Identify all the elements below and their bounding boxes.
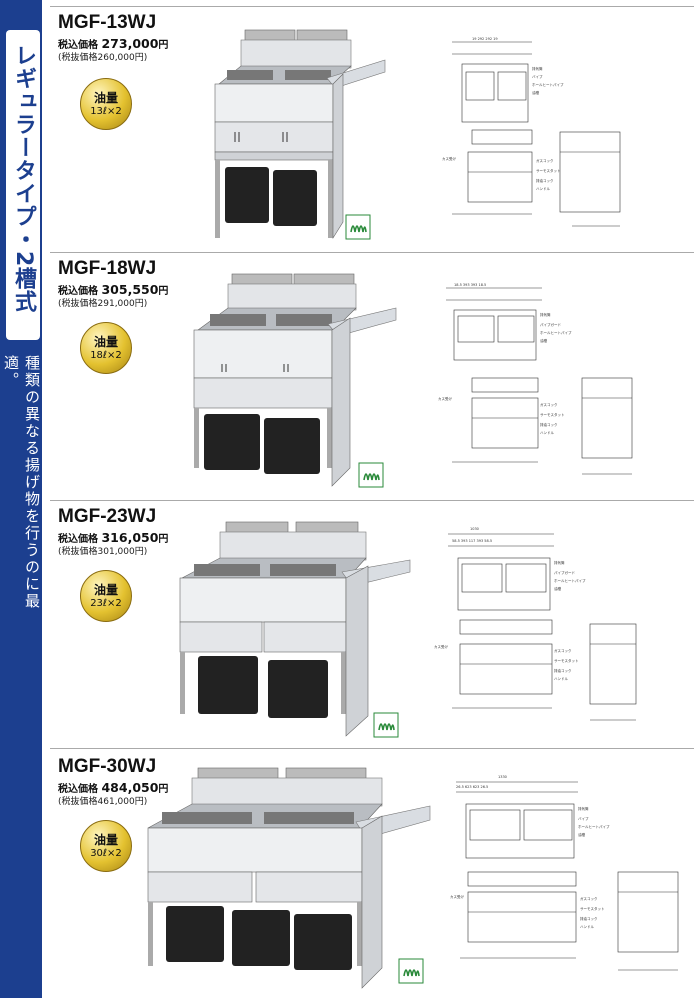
svg-text:サーモスタット: サーモスタット (580, 906, 605, 911)
svg-text:ハンドル: ハンドル (580, 925, 594, 929)
dimension-drawing: 18.5 393 393 18.5 排気筒 パイプガード ホールヒートパイプ 油… (438, 283, 633, 475)
oil-capacity-badge: 油量 30ℓ×2 (80, 820, 132, 872)
svg-text:排気筒: 排気筒 (578, 806, 589, 811)
category-description: 種類の異なる揚げ物を行うのに最適。 (2, 355, 41, 610)
model-name: MGF-13WJ (58, 12, 157, 33)
jia-certification-icon (398, 958, 424, 984)
svg-text:排油コック: 排油コック (540, 422, 558, 427)
oil-value: 13ℓ×2 (90, 105, 122, 117)
svg-text:カス受け: カス受け (442, 156, 456, 161)
oil-value: 30ℓ×2 (90, 847, 122, 859)
svg-text:排気筒: 排気筒 (540, 312, 551, 317)
oil-value: 18ℓ×2 (90, 349, 122, 361)
svg-text:カス受け: カス受け (438, 396, 452, 401)
dimension-drawing: 1030 58.5 393 117 393 58.5 排気筒 パイプガード ホー… (434, 527, 637, 721)
svg-text:サーモスタット: サーモスタット (540, 412, 565, 417)
price-tax-ex: (税抜価格260,000円) (58, 53, 148, 63)
svg-text:サーモスタット: サーモスタット (536, 168, 561, 173)
svg-text:パイプガード: パイプガード (540, 322, 561, 327)
svg-text:ガスコック: ガスコック (554, 648, 572, 653)
svg-text:油槽: 油槽 (554, 586, 562, 591)
model-name: MGF-18WJ (58, 258, 157, 279)
price-tax-ex: (税抜価格291,000円) (58, 299, 148, 309)
svg-text:排気筒: 排気筒 (532, 66, 543, 71)
svg-text:パイプガード: パイプガード (554, 570, 575, 575)
svg-text:油槽: 油槽 (578, 832, 586, 837)
model-name: MGF-30WJ (58, 756, 157, 777)
oil-capacity-badge: 油量 23ℓ×2 (80, 570, 132, 622)
svg-text:ホールヒートパイプ: ホールヒートパイプ (554, 578, 586, 583)
svg-text:排油コック: 排油コック (536, 178, 554, 183)
jia-certification-icon (373, 712, 399, 738)
fryer-photo (193, 273, 397, 487)
oil-label: 油量 (93, 90, 118, 105)
category-title-box: レギュラータイプ・2槽式 (6, 30, 40, 340)
svg-text:ホールヒートパイプ: ホールヒートパイプ (578, 824, 610, 829)
svg-text:ハンドル: ハンドル (536, 187, 550, 191)
oil-label: 油量 (93, 582, 118, 597)
svg-text:バイプ: バイプ (532, 74, 543, 79)
category-title: レギュラータイプ・2槽式 (11, 44, 36, 314)
svg-text:ガスコック: ガスコック (536, 158, 554, 163)
price-tax-in: 税込価格 305,550円 (58, 282, 169, 297)
svg-text:排油コック: 排油コック (580, 916, 598, 921)
svg-text:排気筒: 排気筒 (554, 560, 565, 565)
sidebar: レギュラータイプ・2槽式 種類の異なる揚げ物を行うのに最適。 (0, 0, 42, 998)
oil-value: 23ℓ×2 (90, 597, 122, 609)
svg-text:油槽: 油槽 (532, 90, 540, 95)
fryer-photo (179, 521, 411, 737)
svg-text:油槽: 油槽 (540, 338, 548, 343)
svg-text:19 292 292 19: 19 292 292 19 (472, 37, 498, 41)
svg-text:1030: 1030 (470, 527, 479, 531)
svg-text:排油コック: 排油コック (554, 668, 572, 673)
svg-text:カス受け: カス受け (434, 644, 448, 649)
svg-text:ホールヒートパイプ: ホールヒートパイプ (532, 82, 564, 87)
svg-text:58.5 393 117 393 58.5: 58.5 393 117 393 58.5 (452, 539, 492, 543)
price-tax-in: 税込価格 273,000円 (58, 36, 169, 51)
section-divider (50, 252, 694, 253)
oil-capacity-badge: 油量 13ℓ×2 (80, 78, 132, 130)
model-name: MGF-23WJ (58, 506, 157, 527)
svg-text:ハンドル: ハンドル (540, 431, 554, 435)
svg-text:ハンドル: ハンドル (554, 677, 568, 681)
fryer-photo (147, 767, 431, 989)
svg-text:サーモスタット: サーモスタット (554, 658, 579, 663)
svg-text:ホールヒートパイプ: ホールヒートパイプ (540, 330, 572, 335)
oil-label: 油量 (93, 334, 118, 349)
section-divider (50, 748, 694, 749)
section-divider (50, 500, 694, 501)
svg-text:ガスコック: ガスコック (540, 402, 558, 407)
dimension-drawing: 19 292 292 19 排気筒 バイプ ホールヒートパイプ 油槽 カス受け … (442, 37, 621, 227)
svg-text:バイプ: バイプ (578, 816, 589, 821)
price-tax-ex: (税抜価格301,000円) (58, 547, 148, 557)
svg-text:ガスコック: ガスコック (580, 896, 598, 901)
jia-certification-icon (345, 214, 371, 240)
price-tax-ex: (税抜価格461,000円) (58, 797, 148, 807)
jia-certification-icon (358, 462, 384, 488)
svg-text:カス受け: カス受け (450, 894, 464, 899)
oil-capacity-badge: 油量 18ℓ×2 (80, 322, 132, 374)
oil-label: 油量 (93, 832, 118, 847)
price-tax-in: 税込価格 484,050円 (58, 780, 169, 795)
svg-text:18.5 393 393 18.5: 18.5 393 393 18.5 (454, 283, 486, 287)
price-tax-in: 税込価格 316,050円 (58, 530, 169, 545)
svg-text:1330: 1330 (498, 775, 507, 779)
svg-text:26.5 623 623 26.5: 26.5 623 623 26.5 (456, 785, 488, 789)
category-description-box: 種類の異なる揚げ物を行うのに最適。 (2, 355, 41, 615)
dimension-drawing: 1330 26.5 623 623 26.5 排気筒 バイプ ホールヒートパイプ… (450, 775, 679, 971)
fryer-photo (214, 29, 386, 240)
section-divider (50, 6, 694, 7)
